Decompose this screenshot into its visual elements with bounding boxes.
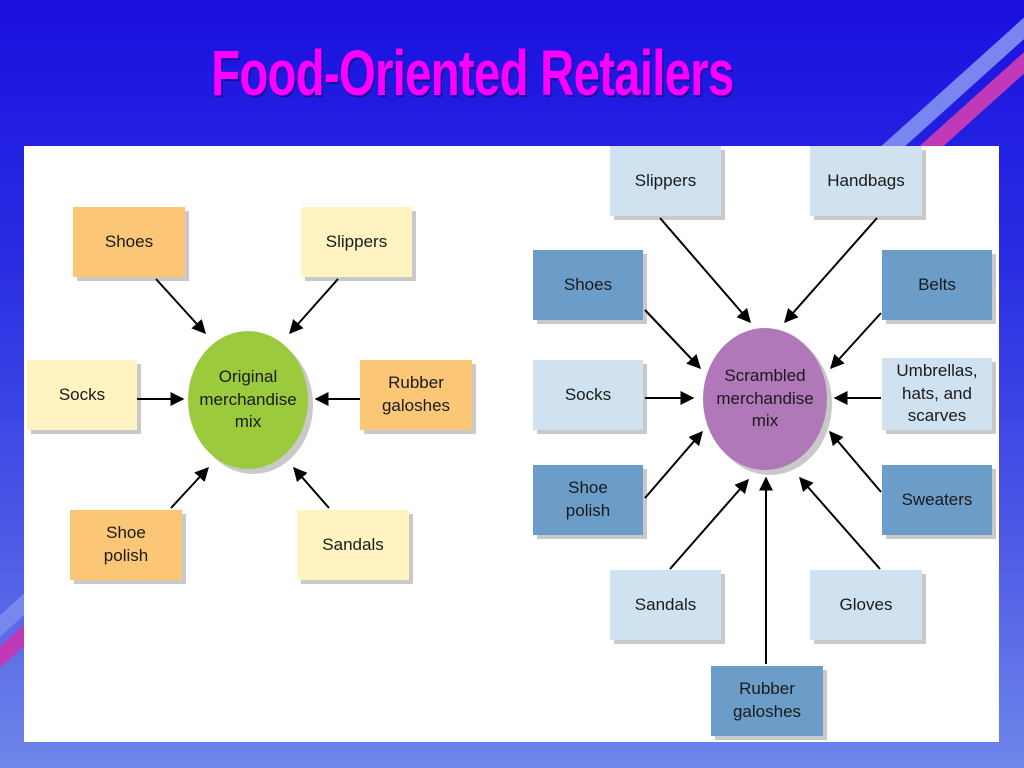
- right-item-handbags: Handbags: [810, 146, 922, 216]
- left-item-shoes: Shoes: [73, 207, 185, 277]
- slide-title: Food-Oriented Retailers: [211, 37, 734, 109]
- right-item-belts: Belts: [882, 250, 992, 320]
- right-center-scrambled-mix: Scrambled merchandise mix: [703, 328, 827, 470]
- right-item-gloves: Gloves: [810, 570, 922, 640]
- left-item-rubber-galoshes: Rubber galoshes: [360, 360, 472, 430]
- left-item-shoe-polish: Shoe polish: [70, 510, 182, 580]
- right-item-shoes: Shoes: [533, 250, 643, 320]
- right-item-socks: Socks: [533, 360, 643, 430]
- right-item-slippers: Slippers: [610, 146, 721, 216]
- right-item-sweaters: Sweaters: [882, 465, 992, 535]
- right-item-rubber-galoshes: Rubber galoshes: [711, 666, 823, 736]
- left-center-original-mix: Original merchandise mix: [188, 331, 308, 469]
- left-item-slippers: Slippers: [301, 207, 412, 277]
- left-item-socks: Socks: [27, 360, 137, 430]
- right-item-shoe-polish: Shoe polish: [533, 465, 643, 535]
- right-item-sandals: Sandals: [610, 570, 721, 640]
- left-item-sandals: Sandals: [297, 510, 409, 580]
- right-item-umbrellas-hats-scarves: Umbrellas, hats, and scarves: [882, 358, 992, 430]
